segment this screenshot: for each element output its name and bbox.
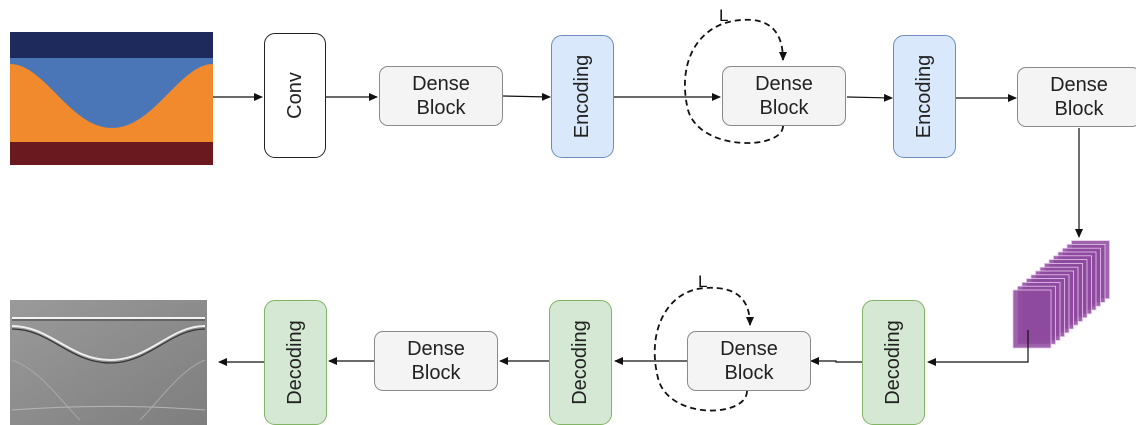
encoding-block-2-label: Encoding [913, 54, 935, 139]
arrow-features-to-dec1 [927, 330, 1029, 366]
encoding-block-1-label: Encoding [571, 54, 593, 139]
conv-label: Conv [283, 72, 306, 119]
dense-block-4-line2: Block [724, 362, 774, 384]
dense-block-3-line2: Block [1054, 98, 1104, 120]
dense-block-1-line2: Block [416, 97, 466, 119]
loop-label-bottom: L [698, 272, 708, 291]
dense-block-2-line2: Block [759, 97, 809, 119]
arrow-dense1-to-enc1 [502, 92, 551, 101]
decoding-block-3-label: Decoding [284, 320, 307, 405]
dense-block-4-line1: Dense [720, 338, 778, 360]
loop-arrow-bottom [653, 286, 754, 412]
feature-maps-stack [1012, 240, 1110, 349]
dense-block-5-line2: Block [411, 362, 461, 384]
output-seismic-image [10, 300, 207, 425]
dense-block-1-line1: Dense [412, 73, 470, 95]
conv-block: Conv [264, 33, 326, 158]
encoding-block-2: Encoding [893, 35, 956, 158]
encoding-block-1: Encoding [551, 35, 614, 158]
decoding-block-2: Decoding [549, 300, 612, 425]
loop-label-top: L [719, 6, 729, 25]
decoding-block-2-label: Decoding [569, 320, 592, 405]
decoding-block-3: Decoding [264, 300, 327, 425]
decoding-block-1-label: Decoding [882, 320, 905, 405]
input-velocity-model-image [10, 32, 213, 165]
loop-arrow-top [684, 18, 787, 144]
arrow-dense2-to-enc2 [846, 93, 893, 102]
dense-block-5-line1: Dense [407, 338, 465, 360]
dense-block-3-line1: Dense [1050, 74, 1108, 96]
dense-block-2-line1: Dense [755, 73, 813, 95]
decoding-block-1: Decoding [862, 300, 925, 425]
feature-map-layer [1012, 289, 1052, 349]
arrow-dec1-to-dense4 [810, 357, 862, 365]
